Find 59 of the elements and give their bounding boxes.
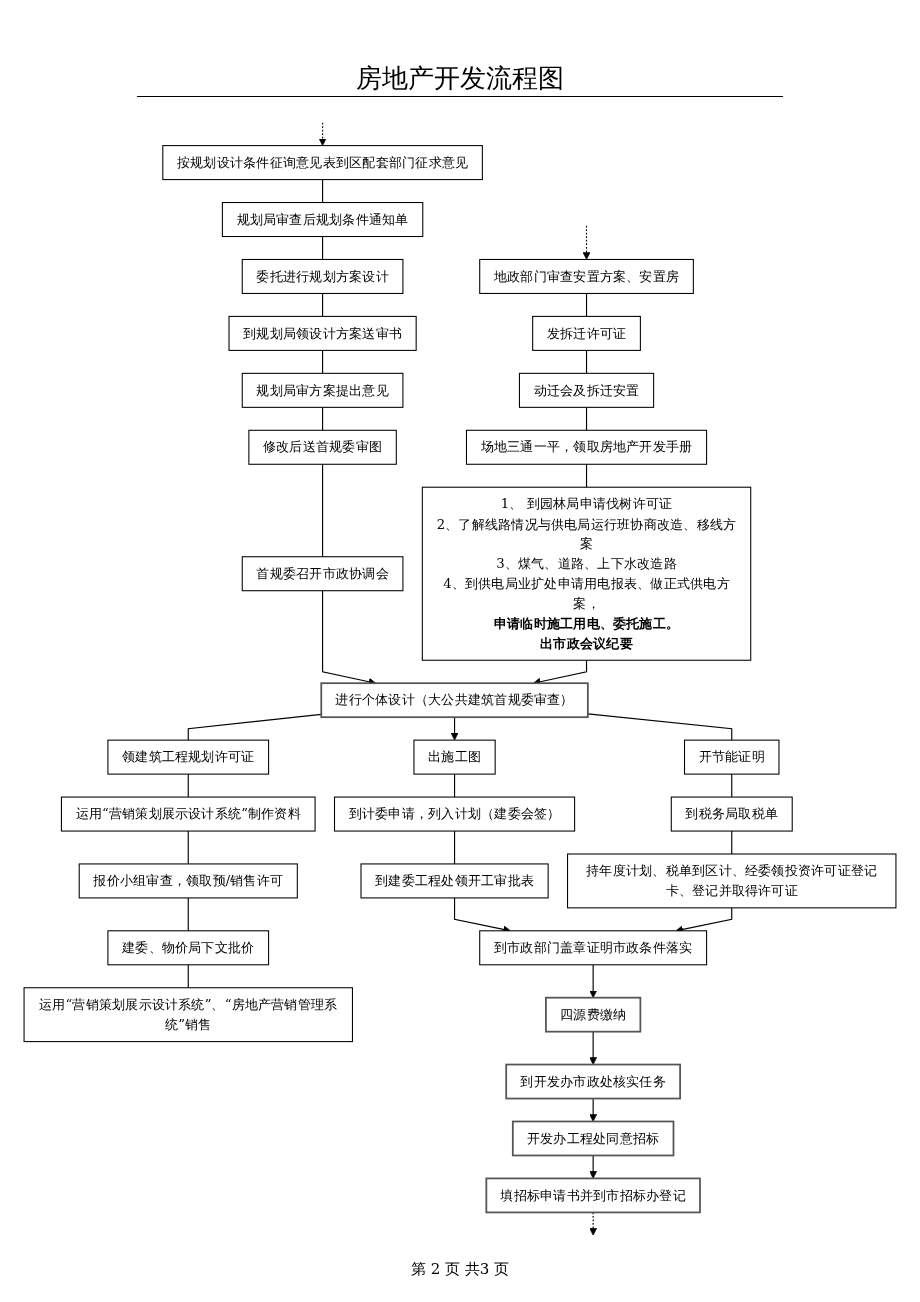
node-box: 领建筑工程规划许可证 — [107, 739, 270, 775]
node-box: 场地三通一平，领取房地产开发手册 — [465, 429, 708, 465]
connector — [322, 349, 324, 374]
node-box: 按规划设计条件征询意见表到区配套部门征求意见 — [162, 145, 483, 181]
connector — [187, 713, 322, 741]
arrow — [582, 225, 591, 260]
connector — [585, 406, 588, 431]
node-box: 出施工图 — [413, 739, 496, 775]
connector — [187, 830, 189, 865]
connector — [187, 773, 189, 798]
connector — [585, 349, 588, 374]
node-box: 建委、物价局下文批价 — [107, 930, 270, 966]
node-box: 委托进行规划方案设计 — [241, 258, 404, 294]
node-box: 发拆迁许可证 — [532, 315, 641, 351]
arrow — [318, 122, 327, 146]
connector — [187, 964, 189, 989]
page-title: 房地产开发流程图 — [137, 62, 783, 97]
connector — [585, 292, 588, 317]
arrow — [589, 1154, 598, 1179]
node-box: 首规委召开市政协调会 — [241, 556, 404, 592]
page-number: 第 2 页 共3 页 — [410, 1260, 510, 1279]
arrow — [589, 1211, 598, 1236]
node-box: 进行个体设计（大公共建筑首规委审查） — [320, 682, 589, 719]
connector — [585, 463, 588, 488]
connector — [322, 292, 324, 317]
node-box: 到规划局领设计方案送审书 — [228, 315, 417, 351]
node-box: 到开发办市政处核实任务 — [505, 1063, 681, 1100]
node-box: 到市政部门盖章证明市政条件落实 — [479, 930, 708, 966]
arrow — [589, 1097, 598, 1122]
node-box: 到税务局取税单 — [670, 796, 793, 832]
node-box: 四源费缴纳 — [545, 996, 642, 1033]
node-box: 规划局审方案提出意见 — [241, 372, 404, 408]
connector — [731, 830, 733, 855]
node-box: 动迁会及拆迁安置 — [518, 372, 655, 408]
connector — [587, 713, 733, 741]
arrow — [450, 716, 459, 741]
connector — [454, 773, 456, 798]
arrow — [589, 964, 598, 999]
connector — [187, 897, 189, 932]
connector — [322, 235, 324, 261]
connector — [322, 179, 324, 204]
node-box: 开发办工程处同意招标 — [511, 1120, 675, 1157]
node-box: 开节能证明 — [684, 739, 780, 775]
node-box: 报价小组审查，领取预/销售许可 — [78, 863, 298, 899]
connector — [731, 773, 733, 798]
node-box: 运用“营销策划展示设计系统”、“房地产营销管理系统”销售 — [23, 987, 353, 1043]
node-box: 到计委申请，列入计划（建委会签） — [333, 796, 576, 832]
node-box: 1、 到园林局申请伐树许可证 2、了解线路情况与供电局运行班协商改造、移线方案 3、煤气、道路、上下水改造路 4、到供电局业扩处申请用电报表、做正式供电方案， 申请临时施工用电、委托施工。 出市政会议纪要 — [421, 486, 752, 661]
node-box: 运用“营销策划展示设计系统”制作资料 — [60, 796, 316, 832]
connector — [322, 463, 324, 558]
connector — [322, 406, 324, 431]
node-box: 持年度计划、税单到区计、经委领投资许可证登记卡、登记并取得许可证 — [567, 853, 897, 909]
node-box: 填招标申请书并到市招标办登记 — [485, 1177, 701, 1214]
arrow — [589, 1031, 598, 1065]
node-box: 地政部门审查安置方案、安置房 — [479, 258, 694, 294]
node-box: 到建委工程处领开工审批表 — [360, 863, 549, 899]
node-box: 修改后送首规委审图 — [248, 429, 397, 465]
node-box: 规划局审查后规划条件通知单 — [221, 202, 424, 238]
connector — [454, 830, 456, 865]
